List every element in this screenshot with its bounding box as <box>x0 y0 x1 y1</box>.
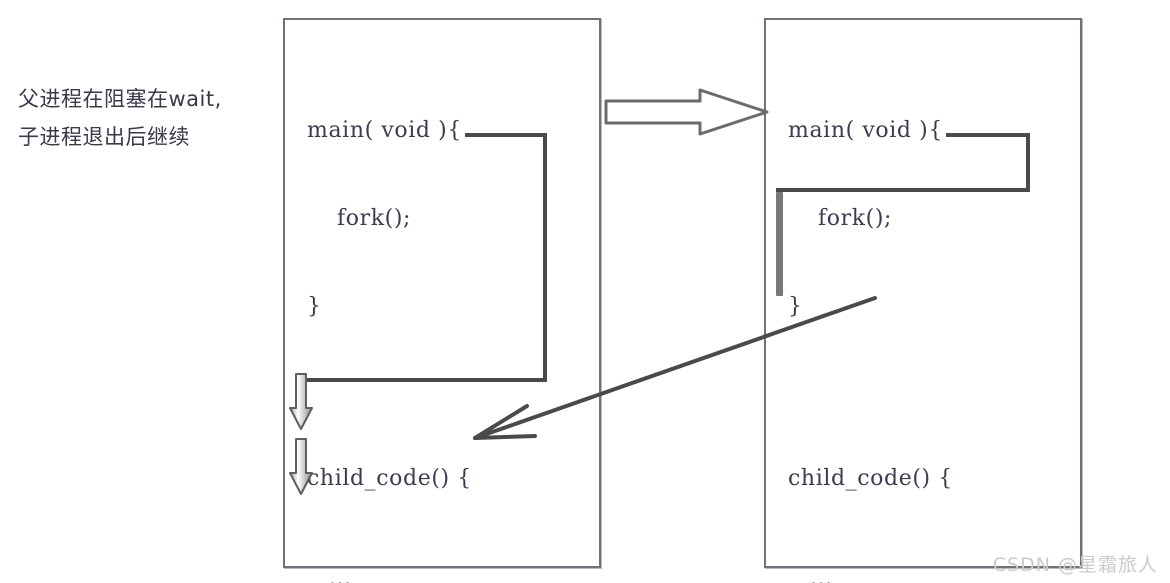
code-line-child-code: child_code() { <box>307 466 472 491</box>
parent-resumes-arrow-2 <box>289 438 313 495</box>
code-line-main: main( void ){ <box>788 118 943 143</box>
code-line-child-ellipsis: ... <box>810 566 833 583</box>
child-process-code-block: main( void ){ fork(); } child_code() { .… <box>788 20 973 583</box>
code-line-fork: fork(); <box>337 206 412 231</box>
parent-process-code-block: main( void ){ fork(); } child_code() { .… <box>307 20 492 583</box>
fork-loop-right-segment-right <box>1026 133 1030 192</box>
child-process-panel: main( void ){ fork(); } child_code() { .… <box>764 18 1082 583</box>
parent-process-panel: main( void ){ fork(); } child_code() { .… <box>283 18 601 583</box>
code-line-main-close: } <box>307 294 322 319</box>
code-line-child-ellipsis: ... <box>329 566 352 583</box>
csdn-watermark: CSDN @星霜旅人 <box>992 554 1158 576</box>
fork-loop-right-segment-left <box>543 133 547 382</box>
fork-loop-bottom-segment-left <box>297 378 545 382</box>
child-exit-notifies-parent-wait-arrow <box>473 296 877 440</box>
code-line-main: main( void ){ <box>307 118 462 143</box>
code-line-main-close: } <box>788 294 803 319</box>
annotation-text: 父进程在阻塞在wait, 子进程退出后继续 <box>18 80 298 156</box>
annotation-line-2: 子进程退出后继续 <box>18 125 190 149</box>
child-execution-bar <box>776 192 783 296</box>
fork-loop-top-segment-right <box>946 133 1030 137</box>
code-line-child-code: child_code() { <box>788 466 953 491</box>
fork-loop-top-segment-left <box>465 133 547 137</box>
parent-blocked-arrow-1 <box>289 373 313 430</box>
annotation-line-1: 父进程在阻塞在wait, <box>18 87 222 111</box>
fork-loop-bottom-segment-right <box>776 188 1028 192</box>
fork-spawns-child-arrow <box>604 88 769 136</box>
code-line-fork: fork(); <box>818 206 893 231</box>
